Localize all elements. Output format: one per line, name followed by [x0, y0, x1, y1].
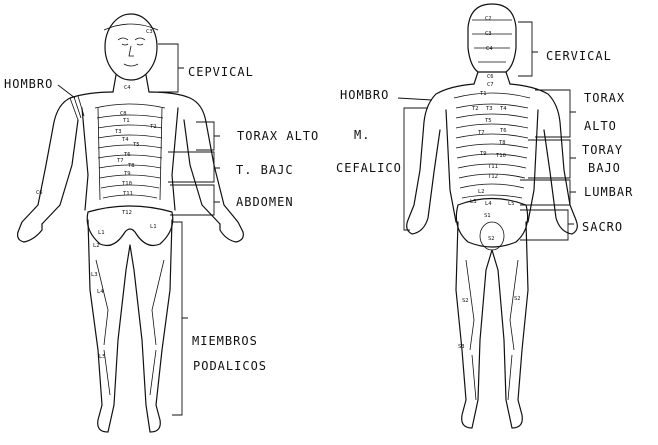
back-seg-t2: T2 [472, 106, 479, 112]
front-seg-c3: C3 [146, 29, 153, 35]
front-neck [113, 75, 149, 92]
back-legs [456, 222, 528, 428]
front-seg-t3: T3 [115, 129, 122, 135]
front-label-abdomen: ABDOMEN [236, 195, 294, 209]
front-seg-c6: C6 [36, 190, 43, 196]
front-bracket-cervical [158, 44, 184, 92]
front-bracket-miembros [172, 222, 188, 415]
back-seg-c7: C7 [487, 82, 494, 88]
back-seg-t3: T3 [486, 106, 493, 112]
front-label-miembros: MIEMBROS [192, 334, 258, 348]
back-seg-t8: T8 [499, 140, 506, 146]
back-label-cefalico: CEFALICO [336, 161, 402, 175]
back-bracket-cervical [518, 22, 538, 76]
front-seg-t6: T6 [124, 152, 131, 158]
front-seg-t11: T11 [123, 191, 133, 197]
back-seg-l3: L3 [470, 199, 477, 205]
front-bracket-abdomen [170, 185, 220, 215]
back-label-lumbar: LUMBAR [584, 185, 633, 199]
back-seg-c4: C4 [486, 46, 493, 52]
front-hands [18, 224, 244, 242]
front-seg-t12: T12 [122, 210, 132, 216]
front-seg-t4: T4 [122, 137, 129, 143]
back-seg-l4: L4 [485, 201, 492, 207]
back-bracket-torax-alto [535, 90, 576, 137]
front-seg-l4: L4 [97, 289, 104, 295]
back-seg-l5: L5 [508, 201, 515, 207]
back-hombro-pointer [398, 98, 432, 100]
front-seg-l5: L5 [99, 354, 106, 360]
front-seg-t5: T5 [133, 142, 140, 148]
back-seg-s2-left: S2 [462, 298, 469, 304]
back-seg-c3: C3 [485, 31, 492, 37]
back-seg-s2-right: S2 [514, 296, 521, 302]
front-seg-t7: T7 [117, 158, 124, 164]
front-label-torax-alto: TORAX ALTO [237, 129, 319, 143]
back-seg-t9: T9 [480, 151, 487, 157]
back-seg-t1: T1 [480, 91, 487, 97]
back-label-sacro: SACRO [582, 220, 623, 234]
front-seg-t8: T8 [128, 163, 135, 169]
back-seg-t11: T11 [488, 164, 498, 170]
back-label-bajo: BAJO [588, 161, 621, 175]
back-seg-t12: T12 [488, 174, 498, 180]
back-head-bands [472, 20, 512, 62]
front-seg-t2: T2 [150, 124, 157, 130]
back-bracket-cefalico [404, 108, 428, 230]
front-seg-t10: T10 [122, 181, 132, 187]
front-leg-muscles [96, 260, 164, 395]
back-leg-muscles [466, 260, 518, 400]
front-label-cervical: CEPVICAL [188, 65, 254, 79]
front-label-t-bajo: T. BAJC [236, 163, 294, 177]
back-seg-l2: L2 [478, 189, 485, 195]
front-seg-l1: L1 [98, 230, 105, 236]
front-seg-l3: L3 [91, 272, 98, 278]
back-label-hombro: HOMBRO [340, 88, 389, 102]
front-label-podalicos: PODALICOS [193, 359, 267, 373]
back-label-toray: TORAY [582, 143, 623, 157]
front-label-hombro: HOMBRO [4, 77, 53, 91]
back-label-torax: TORAX [584, 91, 625, 105]
back-seg-t6: T6 [500, 128, 507, 134]
front-shoulder-hatch [70, 96, 84, 120]
front-seg-c8: C8 [120, 111, 127, 117]
back-seg-t5: T5 [485, 118, 492, 124]
front-legs [88, 220, 172, 432]
front-hombro-pointer [58, 85, 75, 98]
front-seg-c4: C4 [124, 85, 131, 91]
back-label-m: M. [354, 128, 370, 142]
back-seg-t4: T4 [500, 106, 507, 112]
back-seg-s2: S2 [488, 236, 495, 242]
back-seg-s1: S1 [484, 213, 491, 219]
front-seg-t9: T9 [124, 171, 131, 177]
back-seg-t10: T10 [496, 153, 506, 159]
front-seg-l1b: L1 [150, 224, 157, 230]
back-seg-t7: T7 [478, 130, 485, 136]
back-figure [407, 4, 578, 428]
front-face [118, 38, 145, 66]
back-label-cervical: CERVICAL [546, 49, 612, 63]
front-seg-t1: T1 [123, 118, 130, 124]
front-arms-inner [42, 120, 220, 224]
back-seg-c2: C2 [485, 16, 492, 22]
back-seg-c6: C6 [487, 74, 494, 80]
back-label-alto: ALTO [584, 119, 617, 133]
back-seg-s3: S3 [458, 344, 465, 350]
front-seg-l2: L2 [93, 243, 100, 249]
